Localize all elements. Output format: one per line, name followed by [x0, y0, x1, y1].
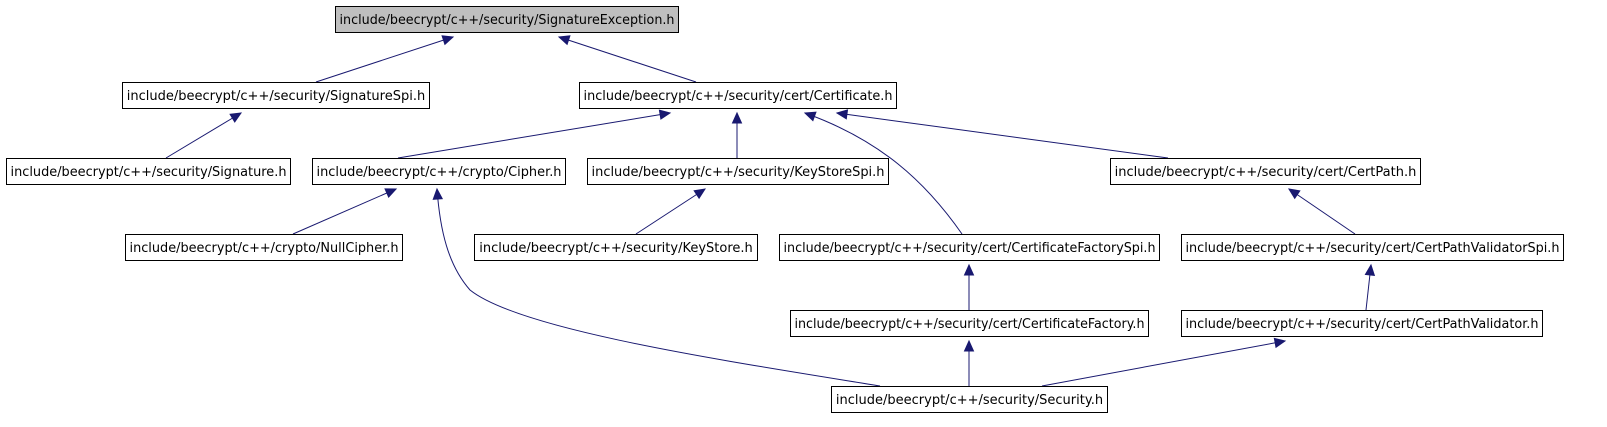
- node-label: include/beecrypt/c++/security/cert/CertP…: [1186, 317, 1539, 332]
- edge-line: [635, 188, 706, 235]
- edge-certpath-to-certificate: [835, 109, 1169, 159]
- node-label: include/beecrypt/c++/security/cert/Certi…: [784, 241, 1156, 256]
- edge-certpath-validator-to-certpath-validator-spi: [1364, 263, 1376, 311]
- edge-line: [1288, 188, 1356, 235]
- node-box: [1181, 310, 1543, 337]
- arrowhead-icon: [658, 109, 672, 120]
- node-label: include/beecrypt/c++/security/cert/CertP…: [1115, 165, 1417, 180]
- node-box: [335, 6, 679, 33]
- edge-line: [436, 188, 881, 387]
- node-keystore-spi[interactable]: include/beecrypt/c++/security/KeyStoreSp…: [587, 158, 889, 185]
- edge-line: [165, 112, 242, 159]
- edge-line: [292, 188, 397, 235]
- node-box: [474, 234, 758, 261]
- edge-certificate-to-signature-exception: [557, 35, 697, 83]
- arrowhead-icon: [557, 35, 571, 46]
- node-box: [1181, 234, 1564, 261]
- node-label: include/beecrypt/c++/security/cert/Certi…: [795, 317, 1145, 332]
- node-box: [122, 82, 430, 109]
- arrowhead-icon: [1273, 337, 1287, 349]
- node-signature-spi[interactable]: include/beecrypt/c++/security/SignatureS…: [122, 82, 430, 109]
- edge-cipher-to-certificate: [397, 109, 672, 159]
- edge-certpath-validator-spi-to-certpath: [1287, 188, 1356, 235]
- node-label: include/beecrypt/c++/security/SignatureS…: [127, 89, 425, 104]
- edge-security-to-cipher: [432, 187, 881, 387]
- edges-layer: [165, 35, 1376, 387]
- arrowhead-icon: [384, 188, 398, 199]
- node-label: include/beecrypt/c++/security/KeyStoreSp…: [592, 165, 885, 180]
- node-certificate-factory-spi[interactable]: include/beecrypt/c++/security/cert/Certi…: [779, 234, 1160, 261]
- node-certificate-factory[interactable]: include/beecrypt/c++/security/cert/Certi…: [790, 310, 1149, 337]
- node-cipher[interactable]: include/beecrypt/c++/crypto/Cipher.h: [312, 158, 566, 185]
- arrowhead-icon: [432, 187, 444, 200]
- edge-line: [558, 36, 697, 83]
- node-null-cipher[interactable]: include/beecrypt/c++/crypto/NullCipher.h: [125, 234, 403, 261]
- arrowhead-icon: [1364, 263, 1376, 277]
- arrowhead-icon: [693, 188, 707, 200]
- arrowhead-icon: [731, 111, 743, 124]
- edge-certificate-factory-spi-to-certificate: [803, 111, 963, 235]
- node-label: include/beecrypt/c++/security/Signature.…: [11, 165, 287, 180]
- node-label: include/beecrypt/c++/security/SignatureE…: [340, 13, 675, 28]
- arrowhead-icon: [835, 109, 849, 120]
- node-signature-exception: include/beecrypt/c++/security/SignatureE…: [335, 6, 679, 33]
- node-label: include/beecrypt/c++/security/Security.h: [836, 393, 1103, 408]
- arrowhead-icon: [963, 263, 975, 276]
- node-box: [125, 234, 403, 261]
- node-label: include/beecrypt/c++/crypto/NullCipher.h: [130, 241, 399, 256]
- arrowhead-icon: [803, 111, 817, 122]
- node-certificate[interactable]: include/beecrypt/c++/security/cert/Certi…: [579, 82, 897, 109]
- edge-null-cipher-to-cipher: [292, 188, 398, 235]
- node-keystore[interactable]: include/beecrypt/c++/security/KeyStore.h: [474, 234, 758, 261]
- node-certpath-validator-spi[interactable]: include/beecrypt/c++/security/cert/CertP…: [1181, 234, 1564, 261]
- node-box: [779, 234, 1160, 261]
- node-signature[interactable]: include/beecrypt/c++/security/Signature.…: [6, 158, 291, 185]
- edge-signature-to-signature-spi: [165, 112, 243, 159]
- edge-keystore-to-keystore-spi: [635, 188, 707, 235]
- edge-line: [1041, 340, 1286, 387]
- arrowhead-icon: [963, 339, 975, 352]
- edge-security-to-certpath-validator: [1041, 337, 1287, 387]
- edge-line: [397, 112, 671, 159]
- node-box: [312, 158, 566, 185]
- node-certpath-validator[interactable]: include/beecrypt/c++/security/cert/CertP…: [1181, 310, 1543, 337]
- node-box: [6, 158, 291, 185]
- nodes-layer: include/beecrypt/c++/security/SignatureE…: [6, 6, 1564, 413]
- node-label: include/beecrypt/c++/crypto/Cipher.h: [317, 165, 562, 180]
- node-box: [790, 310, 1149, 337]
- edge-line: [804, 112, 963, 235]
- node-label: include/beecrypt/c++/security/cert/Certi…: [584, 89, 893, 104]
- node-security[interactable]: include/beecrypt/c++/security/Security.h: [831, 386, 1108, 413]
- node-box: [579, 82, 897, 109]
- edge-certificate-factory-to-certificate-factory-spi: [963, 263, 975, 310]
- arrowhead-icon: [441, 35, 455, 46]
- arrowhead-icon: [229, 112, 243, 123]
- edge-security-to-certificate-factory: [963, 339, 975, 386]
- edge-line: [315, 36, 454, 83]
- edge-line: [836, 112, 1169, 159]
- node-label: include/beecrypt/c++/security/cert/CertP…: [1186, 241, 1560, 256]
- edge-keystore-spi-to-certificate: [731, 111, 743, 158]
- node-certpath[interactable]: include/beecrypt/c++/security/cert/CertP…: [1110, 158, 1421, 185]
- node-box: [587, 158, 889, 185]
- edge-signature-spi-to-signature-exception: [315, 35, 455, 83]
- node-box: [831, 386, 1108, 413]
- node-label: include/beecrypt/c++/security/KeyStore.h: [479, 241, 753, 256]
- node-box: [1110, 158, 1421, 185]
- arrowhead-icon: [1287, 188, 1301, 200]
